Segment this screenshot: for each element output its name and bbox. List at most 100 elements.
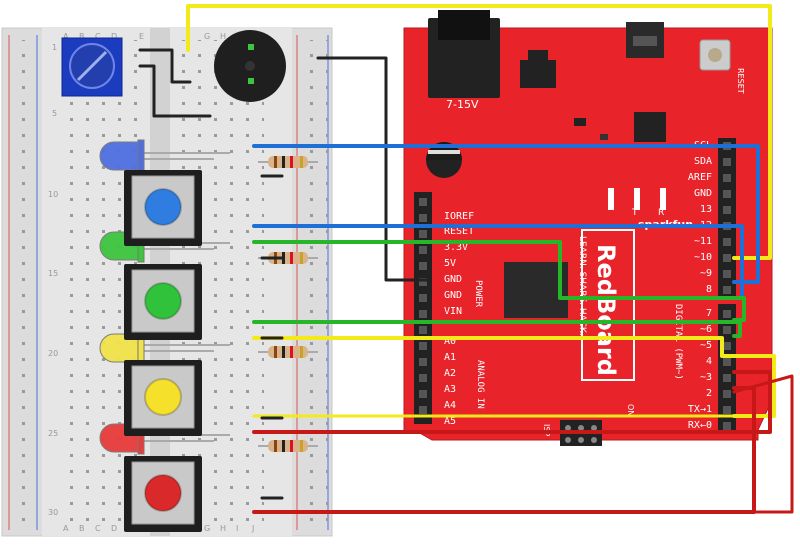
header-pin <box>723 158 731 166</box>
power-pin-label: 3.3V <box>444 242 468 253</box>
wire-red-jumper <box>732 374 794 514</box>
col-letter: J <box>251 524 254 533</box>
digital-pin-label: 8 <box>706 284 712 295</box>
header-pin <box>723 390 731 398</box>
header-pin <box>723 286 731 294</box>
col-letter: C <box>95 524 101 533</box>
header-pin <box>723 174 731 182</box>
power-section-label: POWER <box>473 280 483 308</box>
resistor <box>258 440 318 452</box>
power-pin-label: RESET <box>444 226 474 237</box>
header-pin <box>419 198 427 206</box>
power-header <box>414 192 432 424</box>
row-number: 5 <box>52 109 57 118</box>
mark-r: R <box>658 208 664 218</box>
digital-pin-label: TX→1 <box>688 404 712 415</box>
voltage-regulator <box>520 60 556 88</box>
col-letter: D <box>111 32 117 41</box>
header-pin <box>723 422 731 430</box>
pushbutton[interactable] <box>124 360 202 436</box>
wires <box>138 4 794 514</box>
digital-pin-label: 2 <box>706 388 712 399</box>
digital-labels: 7 ~6 ~5 4 ~3 2 TX→1 RX←0 <box>688 308 712 431</box>
pushbutton[interactable] <box>124 456 202 532</box>
wire-black-gnd <box>316 56 430 282</box>
product-name: RedBoard <box>592 244 620 376</box>
row-number: 30 <box>48 508 58 517</box>
pushbutton[interactable] <box>124 170 202 246</box>
jack-label: 7-15V <box>446 98 479 111</box>
header-pin <box>419 374 427 382</box>
row-number: 1 <box>52 43 57 52</box>
col-letter: A <box>63 32 69 41</box>
col-letter: H <box>220 524 226 533</box>
header-pin <box>723 326 731 334</box>
power-pin-label: VIN <box>444 306 462 317</box>
digital-pin-label: ~3 <box>700 372 712 383</box>
header-pin <box>723 206 731 214</box>
wire-green-button <box>252 320 742 338</box>
tagline: LEARN. SHARE. HACK. <box>577 236 587 336</box>
header-pin <box>723 190 731 198</box>
potentiometer[interactable] <box>61 37 123 97</box>
header-pin <box>419 278 427 286</box>
col-letter: G <box>204 524 210 533</box>
on-label: ON <box>626 404 635 416</box>
row-number: 15 <box>48 269 58 278</box>
header-pin <box>723 238 731 246</box>
header-pin <box>723 342 731 350</box>
header-pin <box>723 406 731 414</box>
col-letter: I <box>236 524 238 533</box>
power-pin-label: GND <box>444 274 462 285</box>
resistor <box>258 156 318 168</box>
header-pin <box>419 406 427 414</box>
header-pin <box>419 294 427 302</box>
col-letter: E <box>139 32 144 41</box>
digital-pin-label: SDA <box>694 156 712 167</box>
digital-pin-label: RX←0 <box>688 420 712 431</box>
analog-pin-label: A3 <box>444 384 456 395</box>
digital-pin-label: ~11 <box>694 236 712 247</box>
col-letter: G <box>204 32 210 41</box>
power-pin-label: 5V <box>444 258 456 269</box>
header-pin <box>419 358 427 366</box>
digital-pin-label: 13 <box>700 204 712 215</box>
usb-chip <box>634 112 666 142</box>
analog-pin-label: A0 <box>444 336 456 347</box>
header-pin <box>723 254 731 262</box>
header-pin <box>723 270 731 278</box>
digital-pin-label: ~5 <box>700 340 712 351</box>
analog-pin-label: A4 <box>444 400 456 411</box>
digital-header-top <box>718 138 736 298</box>
header-pin <box>419 230 427 238</box>
reset-label: RESET <box>736 68 745 94</box>
header-pin <box>419 214 427 222</box>
header-pin <box>419 310 427 318</box>
digital-pin-label: ~10 <box>694 252 712 263</box>
digital-pin-label: AREF <box>688 172 712 183</box>
header-pin <box>419 326 427 334</box>
piezo-buzzer <box>214 30 286 102</box>
col-letter: C <box>95 32 101 41</box>
col-letter: H <box>220 32 226 41</box>
digital-section-label: DIGITAL (PWM~) <box>673 304 683 380</box>
power-pin-label: IOREF <box>444 211 474 222</box>
analog-labels: A0 A1 A2 A3 A4 A5 <box>444 336 456 427</box>
microcontroller <box>504 262 568 318</box>
header-pin <box>419 246 427 254</box>
row-number: 10 <box>48 190 58 199</box>
wire-green-led <box>252 240 746 322</box>
row-numbers: 1 5 10 15 20 25 30 <box>48 43 58 517</box>
analog-pin-label: A2 <box>444 368 456 379</box>
header-pin <box>723 358 731 366</box>
analog-pin-label: A5 <box>444 416 456 427</box>
led <box>99 139 230 173</box>
header-pin <box>419 262 427 270</box>
digital-header-bottom <box>718 304 736 432</box>
pushbutton[interactable] <box>124 264 202 340</box>
digital-pin-label: ~6 <box>700 324 712 335</box>
resistor <box>258 346 318 358</box>
header-pin <box>419 342 427 350</box>
digital-pin-label: ~9 <box>700 268 712 279</box>
